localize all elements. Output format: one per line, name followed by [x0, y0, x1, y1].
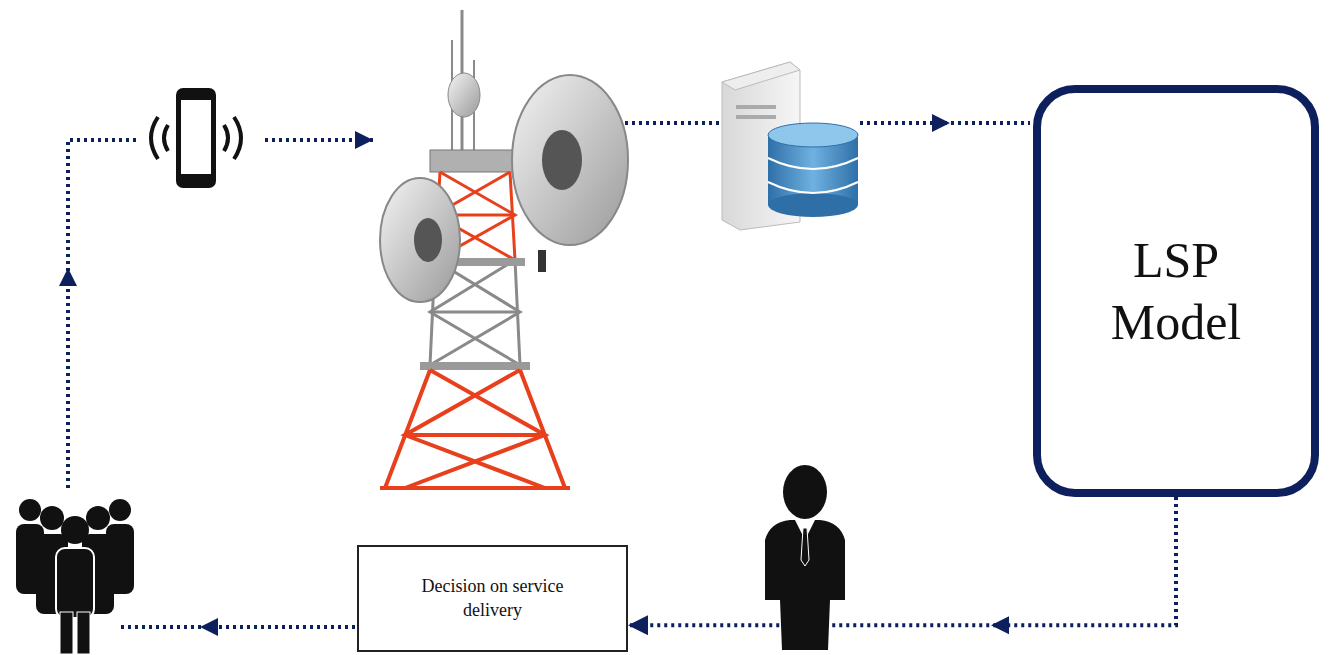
box-label: LSP Model [1081, 229, 1271, 354]
model-box: LSP Model [1033, 85, 1319, 497]
decision-box: Decision on service delivery [357, 545, 628, 652]
flow-connector [630, 497, 1176, 634]
box-label: Decision on service delivery [405, 575, 580, 622]
